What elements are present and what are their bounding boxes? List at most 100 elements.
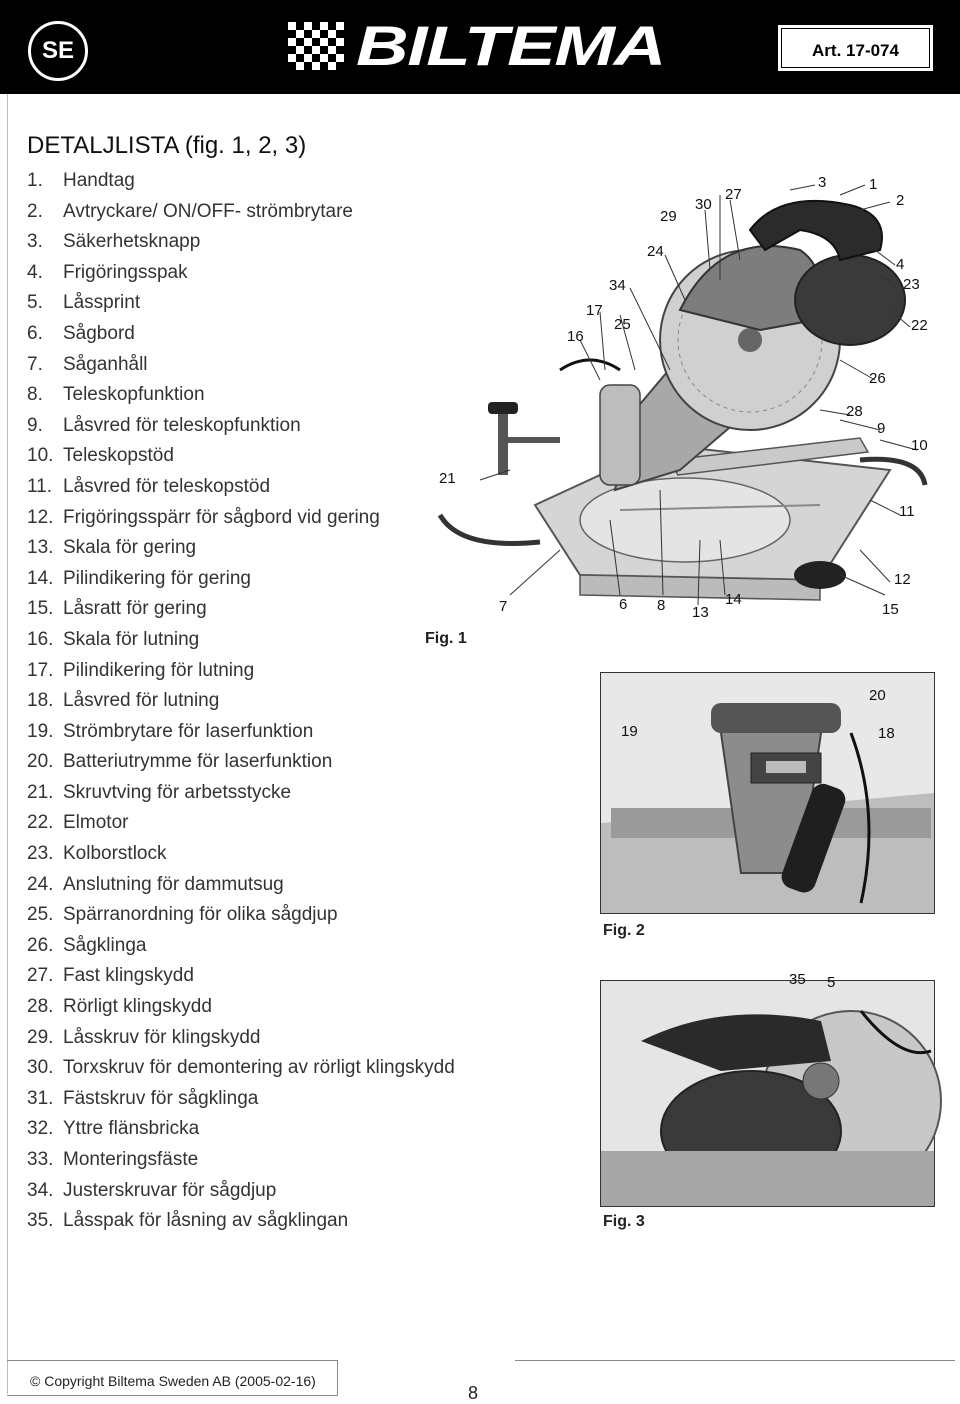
- list-item: 7.Såganhåll: [27, 350, 455, 381]
- item-number: 26.: [27, 934, 54, 956]
- item-number: 10.: [27, 445, 54, 467]
- callout-7: 7: [499, 598, 508, 615]
- callout-8: 8: [657, 597, 666, 614]
- list-item: 15.Låsratt för gering: [27, 594, 455, 625]
- item-label: Teleskopfunktion: [63, 384, 205, 406]
- item-label: Justerskruvar för sågdjup: [63, 1179, 277, 1201]
- figure-1-label: Fig. 1: [425, 630, 467, 647]
- item-number: 33.: [27, 1149, 54, 1170]
- page-header: SE BILTEMA Art. 17-074: [0, 0, 960, 94]
- brand-logo: BILTEMA: [288, 18, 666, 74]
- item-number: 35.: [27, 1210, 54, 1232]
- callout-12: 12: [894, 571, 911, 588]
- item-label: Sågklinga: [63, 934, 147, 956]
- callout-21: 21: [439, 470, 456, 487]
- item-label: Yttre flänsbricka: [63, 1118, 200, 1140]
- callout-28: 28: [846, 403, 863, 420]
- callout-30: 30: [695, 196, 712, 213]
- list-item: 17. Pilindikering för lutning: [27, 656, 455, 687]
- callout-13: 13: [692, 604, 709, 621]
- item-number: 18.: [27, 690, 54, 712]
- item-number: 1.: [27, 170, 43, 191]
- callout-16: 16: [567, 328, 584, 345]
- margin-line: [7, 94, 8, 1394]
- callout-17: 17: [586, 302, 603, 319]
- item-number: 12.: [27, 506, 54, 528]
- item-label: Teleskopstöd: [63, 445, 174, 467]
- item-number: 34.: [27, 1179, 54, 1201]
- footer-frame-right: [515, 1360, 955, 1395]
- item-label: Låsvred för lutning: [63, 690, 220, 712]
- callout-6: 6: [619, 596, 628, 613]
- callout-15: 15: [882, 601, 899, 618]
- item-label: Pilindikering för gering: [63, 567, 251, 589]
- item-number: 13.: [27, 537, 54, 559]
- figure-3-photo: 35 5: [600, 971, 942, 1207]
- list-item: 28. Rörligt klingskydd: [27, 992, 455, 1023]
- item-number: 21.: [27, 781, 54, 803]
- callout-5: 5: [827, 974, 836, 991]
- item-label: Fästskruv för sågklinga: [63, 1087, 259, 1109]
- item-label: Rörligt klingskydd: [63, 996, 212, 1018]
- item-label: Frigöringsspärr för sågbord vid gering: [63, 506, 380, 528]
- item-number: 16.: [27, 628, 54, 650]
- callout-20: 20: [869, 687, 886, 704]
- item-label: Pilindikering för lutning: [63, 659, 255, 681]
- item-number: 14.: [27, 567, 54, 589]
- item-number: 30.: [27, 1057, 54, 1079]
- footer-frame-left: [7, 1360, 338, 1396]
- callout-24: 24: [647, 243, 664, 260]
- item-number: 28.: [27, 996, 54, 1018]
- list-item: 23.Kolborstlock: [27, 839, 455, 870]
- item-number: 5.: [27, 292, 43, 314]
- item-number: 3.: [27, 231, 43, 253]
- item-label: Anslutning för dammutsug: [63, 873, 284, 895]
- parts-list-title: DETALJLISTA (fig. 1, 2, 3): [27, 132, 307, 159]
- callout-9: 9: [877, 420, 886, 437]
- list-item: 25.Spärranordning för olika sågdjup: [27, 900, 455, 931]
- callout-25: 25: [614, 316, 631, 333]
- callout-11: 11: [899, 503, 915, 520]
- callout-23: 23: [903, 276, 920, 293]
- list-item: 18. Låsvred för lutning: [27, 686, 455, 717]
- item-label: Låsvred för teleskopfunktion: [63, 414, 301, 436]
- item-label: Sågbord: [63, 322, 135, 344]
- callout-2: 2: [896, 192, 905, 209]
- list-item: 3.Säkerhetsknapp: [27, 227, 455, 258]
- figure-2-photo: 19 20 18: [600, 672, 935, 914]
- list-item: 31.Fästskruv för sågklinga: [27, 1084, 455, 1115]
- parts-list: 1. Handtag 2.Avtryckare/ ON/OFF- strömbryt…: [27, 166, 455, 1237]
- list-item: 20.Batteriutrymme för laserfunktion: [27, 747, 455, 778]
- item-number: 20.: [27, 751, 54, 773]
- callout-22: 22: [911, 317, 928, 334]
- list-item: 5.Låssprint: [27, 288, 455, 319]
- item-number: 4.: [27, 261, 43, 283]
- item-number: 24.: [27, 873, 54, 895]
- item-label: Spärranordning för olika sågdjup: [63, 904, 338, 926]
- item-label: Skala för gering: [63, 537, 197, 559]
- list-item: 1. Handtag: [27, 166, 455, 197]
- item-number: 27.: [27, 965, 54, 987]
- list-item: 24. Anslutning för dammutsug: [27, 870, 455, 901]
- list-item: 2.Avtryckare/ ON/OFF- strömbrytare: [27, 197, 455, 228]
- item-label: Monteringsfäste: [63, 1149, 199, 1170]
- item-label: Kolborstlock: [63, 843, 167, 865]
- item-label: Handtag: [63, 170, 135, 191]
- item-number: 9.: [27, 414, 43, 436]
- list-item: 35.Låsspak för låsning av sågklingan: [27, 1206, 455, 1237]
- page-number: 8: [468, 1383, 479, 1403]
- item-label: Strömbrytare för laserfunktion: [63, 720, 314, 742]
- list-item: 22.Elmotor: [27, 808, 455, 839]
- item-number: 17.: [27, 659, 54, 681]
- item-number: 8.: [27, 384, 43, 406]
- figure-2-label: Fig. 2: [603, 922, 645, 939]
- callout-4: 4: [896, 256, 905, 273]
- list-item: 34. Justerskruvar för sågdjup: [27, 1176, 455, 1207]
- laser-detail-photo: [601, 673, 934, 913]
- brand-name: BILTEMA: [356, 14, 666, 77]
- list-item: 4.Frigöringsspak: [27, 258, 455, 289]
- list-item: 29.Låsskruv för klingskydd: [27, 1023, 455, 1054]
- callout-1: 1: [869, 176, 878, 193]
- list-item: 19.Strömbrytare för laserfunktion: [27, 717, 455, 748]
- item-label: Låsskruv för klingskydd: [63, 1026, 261, 1048]
